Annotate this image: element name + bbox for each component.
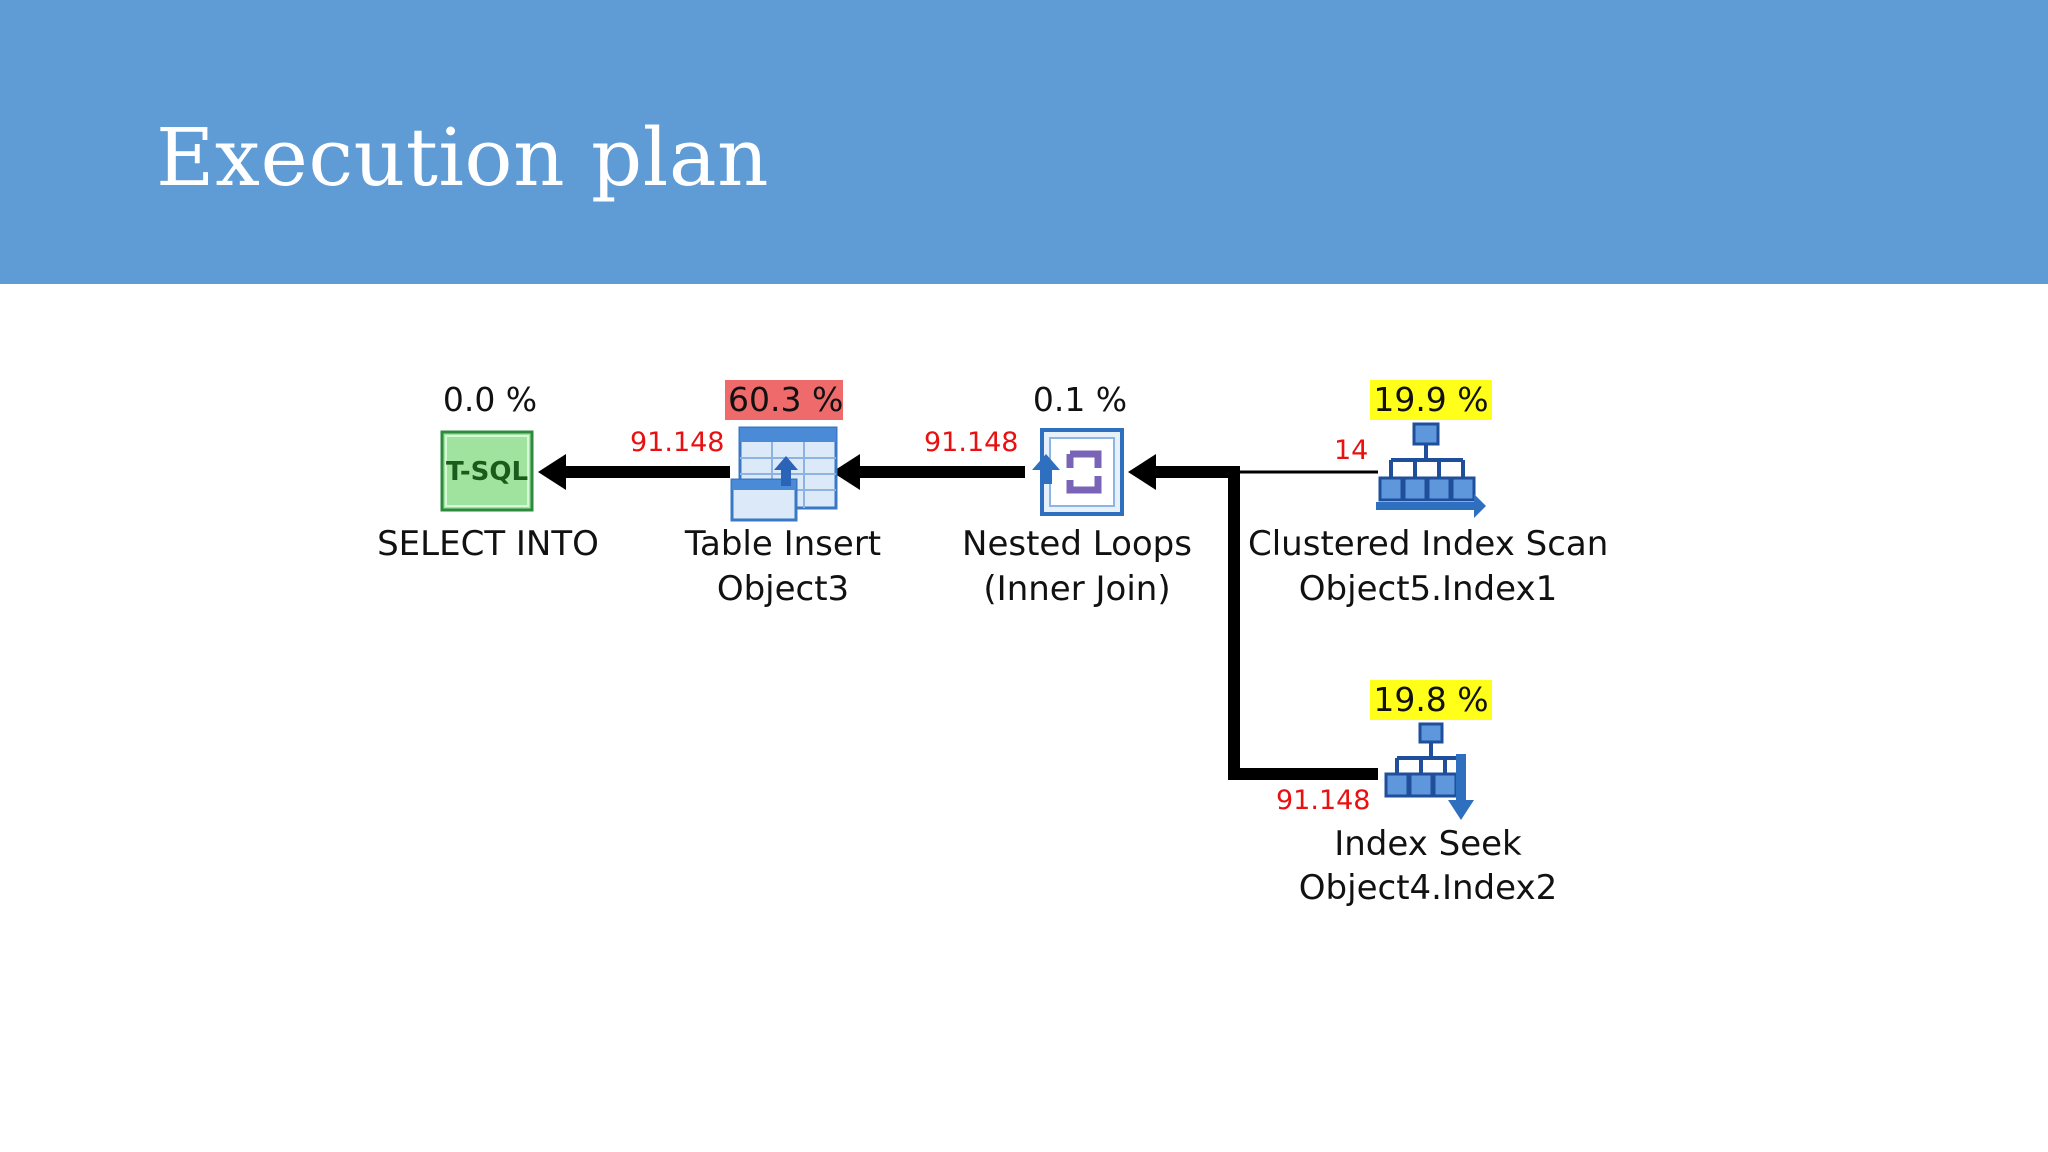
arrowhead-nested-loops <box>1128 454 1156 490</box>
arrowhead-select-into <box>538 454 566 490</box>
edge-rows-label: 91.148 <box>1276 785 1371 816</box>
node-label: Object3 <box>716 569 850 609</box>
clustered-index-scan-icon <box>1374 420 1486 522</box>
tsql-icon-text: T-SQL <box>446 457 528 487</box>
slide-header: Execution plan <box>0 0 2048 284</box>
node-cost: 60.3 % <box>725 380 843 420</box>
node-label: Index Seek <box>1334 824 1522 864</box>
node-cost: 0.0 % <box>442 380 538 419</box>
node-label: Object4.Index2 <box>1298 868 1558 908</box>
slide-title: Execution plan <box>156 111 770 204</box>
node-label: SELECT INTO <box>377 524 599 564</box>
table-insert-icon <box>730 424 840 524</box>
plan-connectors <box>538 454 1378 780</box>
node-label: Table Insert <box>684 524 882 564</box>
node-label: Clustered Index Scan <box>1248 524 1609 564</box>
edge-rows-label: 91.148 <box>630 427 725 458</box>
nested-loops-icon <box>1030 424 1126 520</box>
node-label: Nested Loops <box>962 524 1192 564</box>
arrowhead-table-insert <box>832 454 860 490</box>
node-label: (Inner Join) <box>983 569 1171 609</box>
node-label: Object5.Index1 <box>1298 569 1558 609</box>
execution-plan-diagram: 91.148 91.148 14 91.148 0.0 % T-SQL SELE… <box>0 284 2048 1152</box>
node-cost: 0.1 % <box>1032 380 1128 419</box>
edge-rows-label: 91.148 <box>924 427 1019 458</box>
node-cost: 19.8 % <box>1370 680 1492 720</box>
index-seek-icon <box>1384 720 1480 824</box>
edge-line-seek-nested <box>1150 466 1378 780</box>
edge-rows-label: 14 <box>1334 435 1369 466</box>
node-cost: 19.9 % <box>1370 380 1492 420</box>
tsql-icon: T-SQL <box>440 430 534 512</box>
